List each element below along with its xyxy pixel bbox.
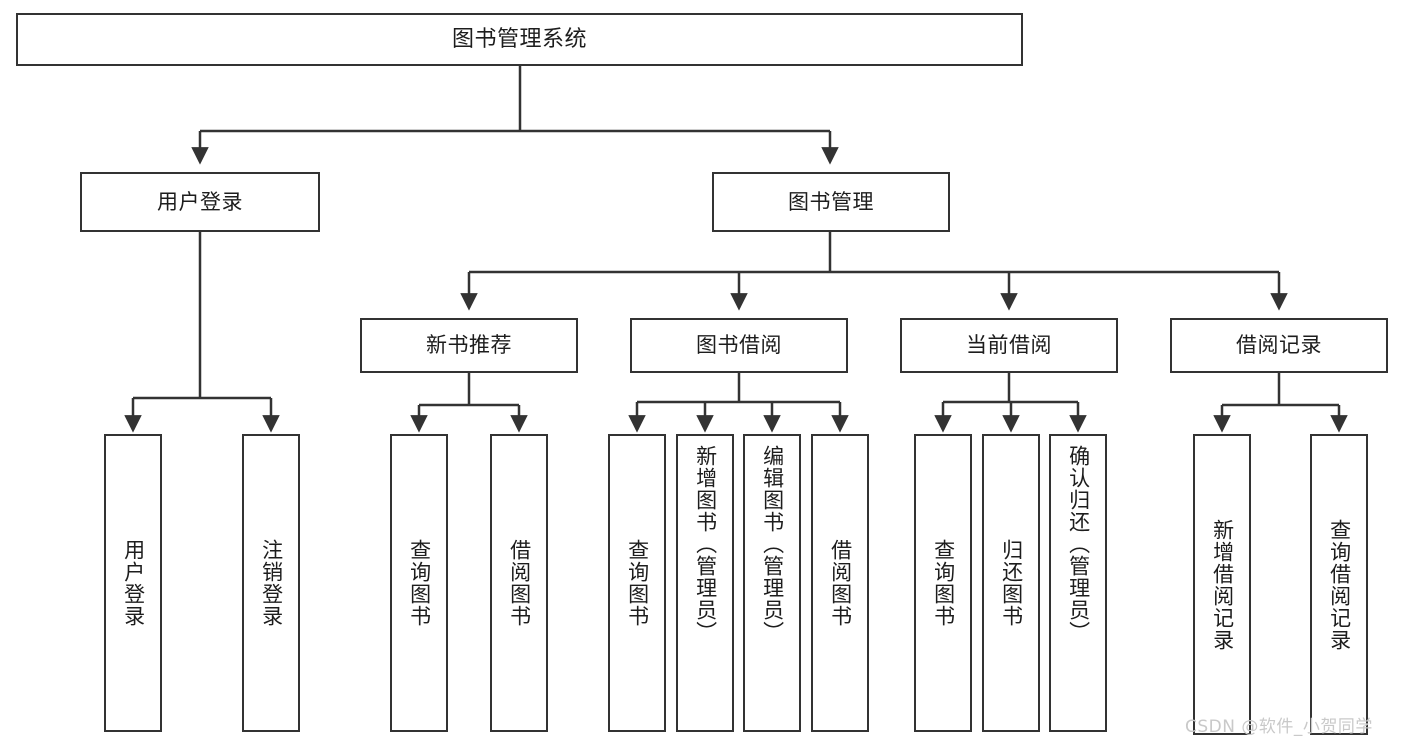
leaf-borrow-record-add-record[interactable]: 新增借阅记录 (1193, 434, 1251, 735)
leaf-current-borrow-query-book-label: 查询图书 (931, 539, 956, 627)
leaf-book-borrow-add-book[interactable]: 新增图书（管理员） (676, 434, 734, 732)
node-book-management[interactable]: 图书管理 (712, 172, 950, 232)
node-new-book-recommend[interactable]: 新书推荐 (360, 318, 578, 373)
leaf-new-book-query-book[interactable]: 查询图书 (390, 434, 448, 732)
node-user-login-label: 用户登录 (157, 189, 243, 214)
node-book-borrow-label: 图书借阅 (696, 333, 782, 358)
leaf-book-borrow-query-book-label: 查询图书 (625, 539, 650, 627)
node-root[interactable]: 图书管理系统 (16, 13, 1023, 66)
leaf-new-book-borrow-book[interactable]: 借阅图书 (490, 434, 548, 732)
leaf-book-borrow-borrow-book-label: 借阅图书 (828, 539, 853, 627)
node-user-login[interactable]: 用户登录 (80, 172, 320, 232)
node-root-label: 图书管理系统 (451, 26, 587, 52)
leaf-book-borrow-query-book[interactable]: 查询图书 (608, 434, 666, 732)
leaf-new-book-borrow-book-label: 借阅图书 (507, 539, 532, 627)
node-borrow-record[interactable]: 借阅记录 (1170, 318, 1388, 373)
leaf-current-borrow-return-book[interactable]: 归还图书 (982, 434, 1040, 732)
leaf-current-borrow-query-book[interactable]: 查询图书 (914, 434, 972, 732)
leaf-book-borrow-borrow-book[interactable]: 借阅图书 (811, 434, 869, 732)
leaf-user-login-login[interactable]: 用户登录 (104, 434, 162, 732)
leaf-current-borrow-return-book-label: 归还图书 (999, 539, 1024, 627)
leaf-book-borrow-edit-book-label: 编辑图书（管理员） (760, 445, 785, 643)
node-current-borrow[interactable]: 当前借阅 (900, 318, 1118, 373)
leaf-user-login-logout[interactable]: 注销登录 (242, 434, 300, 732)
leaf-current-borrow-confirm-return[interactable]: 确认归还（管理员） (1049, 434, 1107, 732)
node-borrow-record-label: 借阅记录 (1236, 333, 1322, 358)
leaf-borrow-record-add-record-label: 新增借阅记录 (1210, 518, 1235, 651)
leaf-user-login-login-label: 用户登录 (121, 539, 146, 627)
node-book-borrow[interactable]: 图书借阅 (630, 318, 848, 373)
leaf-current-borrow-confirm-return-label: 确认归还（管理员） (1066, 445, 1091, 643)
leaf-book-borrow-edit-book[interactable]: 编辑图书（管理员） (743, 434, 801, 732)
node-new-book-recommend-label: 新书推荐 (426, 333, 512, 358)
leaf-borrow-record-query-record-label: 查询借阅记录 (1327, 518, 1352, 651)
leaf-user-login-logout-label: 注销登录 (259, 539, 284, 627)
leaf-book-borrow-add-book-label: 新增图书（管理员） (693, 445, 718, 643)
leaf-new-book-query-book-label: 查询图书 (407, 539, 432, 627)
node-book-management-label: 图书管理 (788, 189, 874, 214)
node-current-borrow-label: 当前借阅 (966, 333, 1052, 358)
leaf-borrow-record-query-record[interactable]: 查询借阅记录 (1310, 434, 1368, 735)
